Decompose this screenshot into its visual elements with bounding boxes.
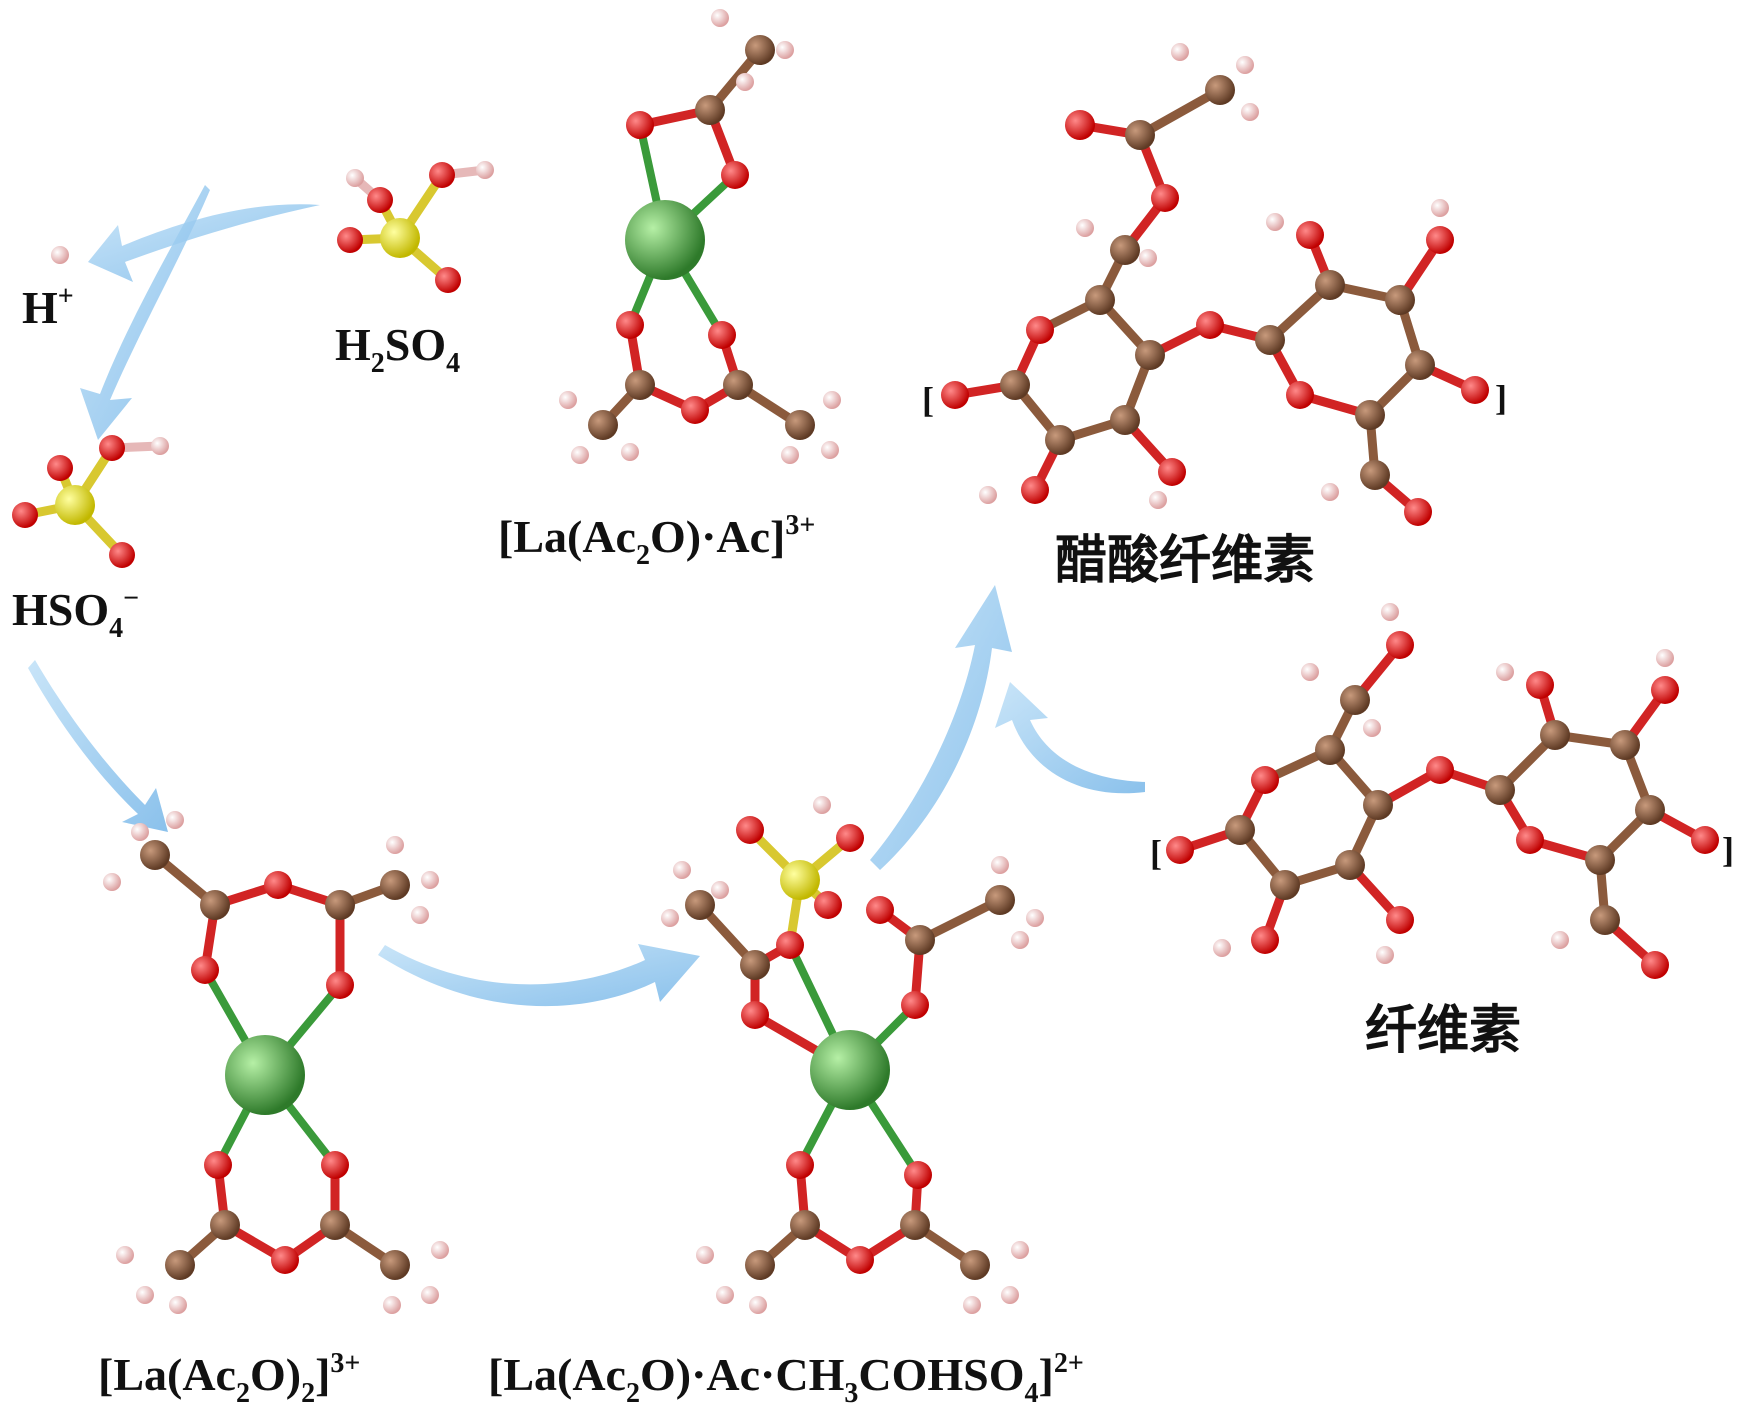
polymer-bracket-right: ] [1722, 830, 1734, 870]
label-la-ac2o-ac: [La(Ac2O)·Ac]3+ [498, 510, 815, 571]
lanthanum-atom [625, 200, 705, 280]
la-ac2o-2-molecule [103, 811, 449, 1314]
lanthanum-atom [810, 1030, 890, 1110]
acetate-cellulose-molecule: [ ] [922, 43, 1507, 526]
arrow-hso4-to-la-ac2o-2 [28, 660, 168, 832]
hso4-molecule [12, 435, 169, 568]
arrow-complex-to-acetate-cellulose [870, 585, 1012, 870]
lanthanum-atom [225, 1035, 305, 1115]
label-h2so4: H2SO4 [335, 319, 460, 379]
sulfur-atom [55, 485, 95, 525]
hydrogen-atom [51, 246, 69, 264]
h2so4-molecule [337, 161, 494, 293]
la-ac2o-ac-molecule [559, 9, 841, 464]
polymer-bracket-right: ] [1495, 378, 1507, 418]
cellulose-molecule: [ ] [1150, 603, 1734, 979]
proton-molecule [51, 246, 69, 264]
label-hso4: HSO4− [12, 583, 139, 644]
label-la-ac2o-2: [La(Ac2O)2]3+ [98, 1348, 360, 1409]
polymer-bracket-left: [ [922, 380, 934, 420]
label-la-complex-hso4: [La(Ac2O)·Ac·CH3COHSO4]2+ [488, 1348, 1084, 1409]
polymer-bracket-left: [ [1150, 833, 1162, 873]
label-h-plus: H+ [22, 281, 74, 333]
arrow-h2so4-to-hso4 [80, 185, 210, 440]
arrow-h2so4-to-hproton [88, 204, 320, 282]
label-acetate-cellulose: 醋酸纤维素 [1055, 531, 1315, 591]
arrow-la-ac2o-2-to-complex [378, 944, 700, 1007]
arrow-cellulose-to-acetate-cellulose [995, 682, 1145, 794]
label-cellulose: 纤维素 [1365, 1001, 1521, 1061]
sulfur-atom [380, 218, 420, 258]
la-complex-hso4-molecule [661, 796, 1044, 1314]
sulfur-atom [780, 860, 820, 900]
